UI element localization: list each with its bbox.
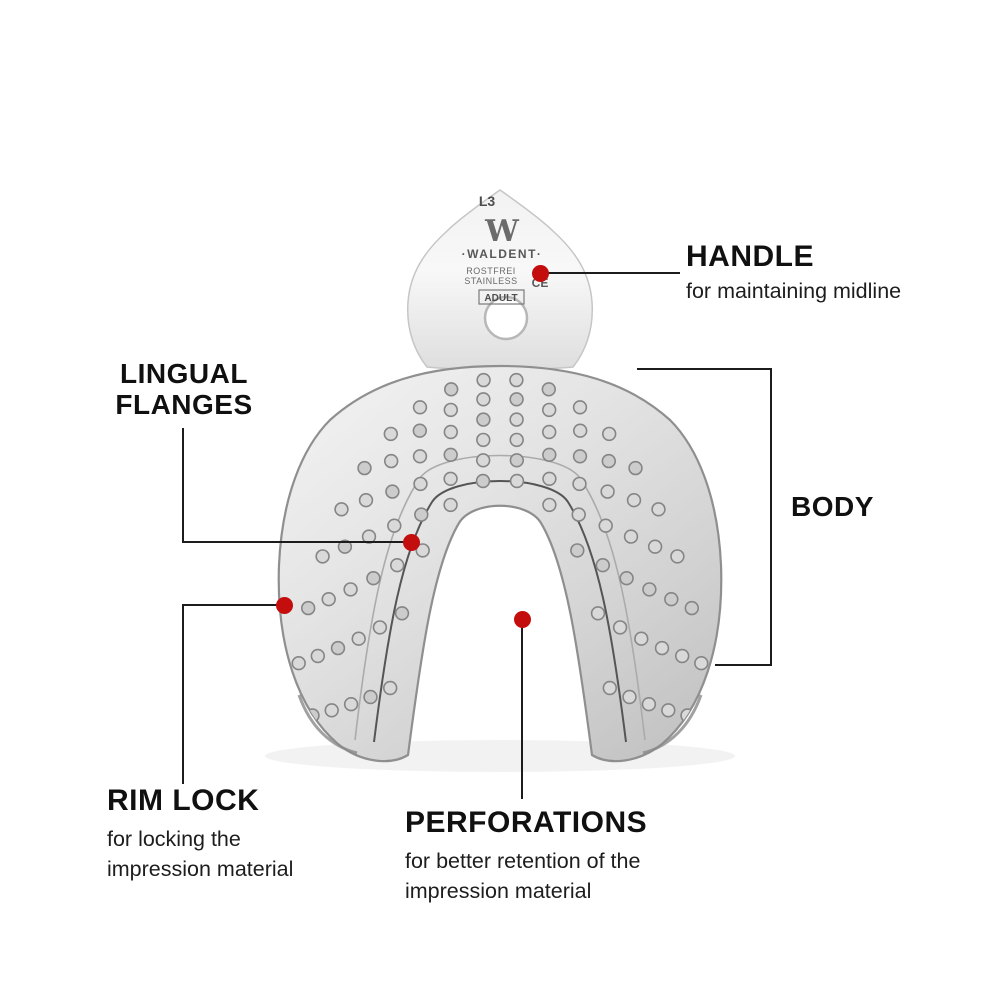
rim-lock-callout-line-vertical (182, 604, 184, 784)
rim-lock-label: RIM LOCK (107, 784, 260, 817)
tray-surface-details (287, 372, 713, 762)
lingual-callout-line-vertical (182, 428, 184, 543)
handle-callout-line (540, 272, 680, 274)
rim-lock-callout-line-horizontal (182, 604, 286, 606)
right-foot-edge (642, 694, 703, 755)
handle-sublabel: for maintaining midline (686, 278, 902, 303)
rim-lock-ridge-outer (354, 454, 646, 741)
rim-lock-ridge-inner (373, 480, 627, 743)
body-label: BODY (791, 491, 874, 522)
handle-annotation: HANDLE for maintaining midline (686, 240, 901, 306)
left-foot-edge (297, 694, 358, 755)
engraving-material-line2: STAINLESS (464, 276, 517, 286)
rim-lock-sublabel-line1: for locking the (107, 826, 241, 851)
rim-lock-sublabel-line2: impression material (107, 856, 294, 881)
perforations-sublabel-line1: for better retention of the (405, 848, 641, 873)
rim-lock-marker (276, 597, 293, 614)
lingual-flanges-annotation: LINGUAL FLANGES (108, 358, 260, 421)
lingual-callout-line-horizontal (182, 541, 412, 543)
engraving-size-code: L3 (479, 193, 496, 209)
engraving-adult-box (478, 289, 525, 305)
perforations-annotation: PERFORATIONS for better retention of the… (405, 806, 647, 906)
body-callout-line-top (637, 368, 772, 370)
handle-hole (483, 295, 529, 341)
perforation-holes (287, 372, 713, 762)
lingual-flanges-label-line1: LINGUAL (120, 358, 248, 389)
rim-lock-sublabel: for locking the impression material (107, 824, 293, 884)
body-callout-line-vertical (770, 368, 772, 666)
handle-engravings: L3 W ·WALDENT· ROSTFREI STAINLESS CE ADU… (462, 193, 548, 305)
lingual-flanges-label-line2: FLANGES (115, 389, 253, 421)
perforations-sublabel-line2: impression material (405, 878, 592, 903)
engraving-logo-w: W (484, 214, 520, 249)
body-annotation: BODY (791, 491, 874, 522)
engraving-brand: ·WALDENT· (462, 247, 543, 261)
engraving-patient-type: ADULT (484, 293, 517, 304)
body-callout-line-bottom (715, 664, 772, 666)
perforations-sublabel: for better retention of the impression m… (405, 846, 647, 906)
handle-marker (532, 265, 549, 282)
perforations-label: PERFORATIONS (405, 806, 648, 839)
perforations-marker (514, 611, 531, 628)
perforations-callout-line (521, 619, 523, 799)
engraving-material-line1: ROSTFREI (466, 266, 516, 276)
lingual-flanges-marker (403, 534, 420, 551)
handle-label: HANDLE (686, 240, 814, 273)
rim-lock-annotation: RIM LOCK for locking the impression mate… (107, 784, 293, 884)
